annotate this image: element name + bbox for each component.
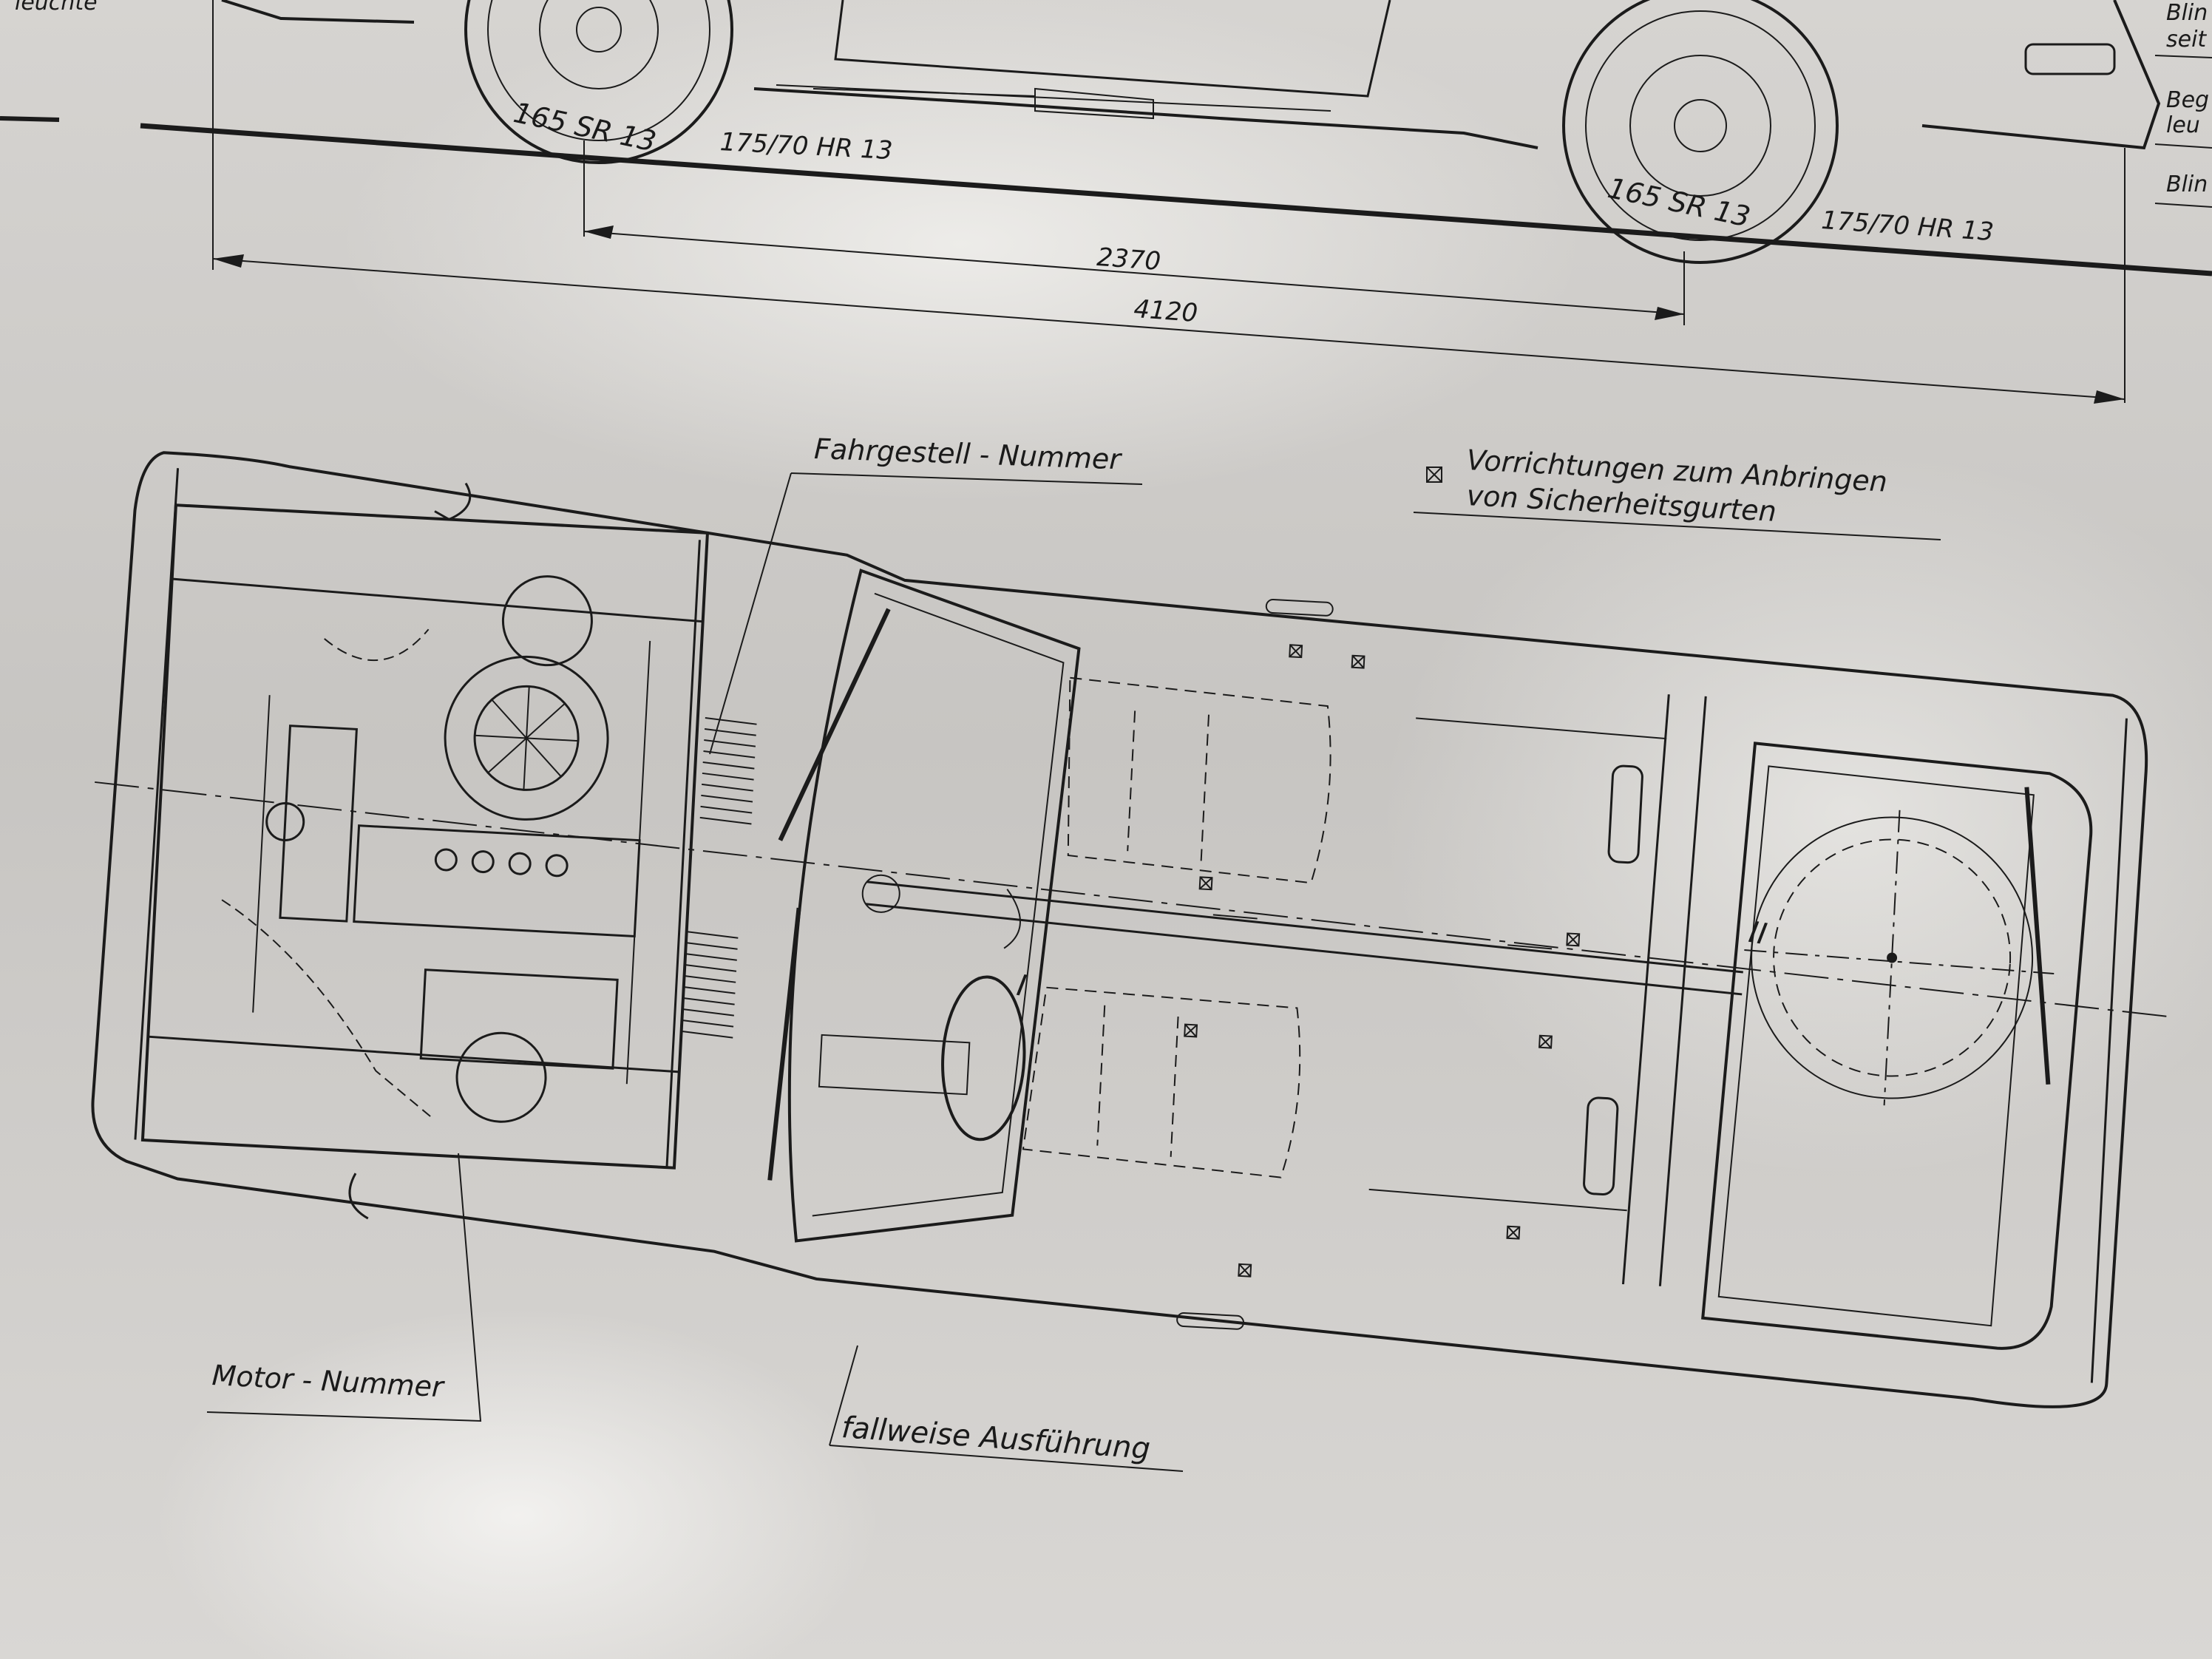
centerline bbox=[95, 781, 2171, 1018]
exhaust bbox=[812, 87, 1154, 120]
right-label-1: Blin bbox=[2166, 0, 2208, 26]
wheelbase-dimension: 2370 bbox=[1096, 242, 1162, 276]
belt-mount-markers bbox=[1184, 644, 1581, 1278]
right-label-2b: leu bbox=[2166, 112, 2200, 138]
body-outline bbox=[91, 451, 2148, 1408]
leader-lines bbox=[206, 472, 1941, 1472]
rear-wheel bbox=[1562, 0, 1839, 264]
right-label-1b: seit bbox=[2166, 27, 2207, 52]
engine-bay bbox=[140, 503, 710, 1170]
ground-line-left-stub bbox=[0, 116, 60, 122]
legend-belt-mount-icon bbox=[1426, 467, 1442, 483]
steering-wheel bbox=[941, 975, 1026, 1141]
right-label-3: Blin bbox=[2166, 172, 2208, 197]
rear-axle bbox=[1368, 694, 1707, 1286]
side-view bbox=[0, 0, 2212, 404]
rear-bumper bbox=[2024, 43, 2116, 75]
rear-wiper bbox=[2024, 787, 2051, 1085]
right-label-2: Beg bbox=[2166, 87, 2210, 113]
mirror-left bbox=[434, 482, 472, 521]
ground-line bbox=[140, 123, 2212, 276]
wiper-right bbox=[767, 907, 801, 1181]
body-contour bbox=[221, 0, 2161, 150]
front-seats bbox=[1022, 676, 1331, 1178]
label-left-cut: leuchte bbox=[15, 0, 98, 16]
radiator-grille bbox=[681, 717, 757, 1039]
top-view bbox=[91, 451, 2171, 1408]
trunk bbox=[1701, 742, 2093, 1350]
spare-tire bbox=[1744, 810, 2055, 1106]
overall-length-dimension: 4120 bbox=[1133, 294, 1199, 328]
door-handle-top bbox=[1265, 599, 1334, 617]
front-wheel bbox=[464, 0, 733, 164]
engine-assembly bbox=[221, 575, 651, 1123]
dim-length-line bbox=[212, 258, 2126, 400]
dim-wheelbase-line bbox=[583, 231, 1685, 315]
wiper-left bbox=[778, 608, 891, 841]
door-handle-bottom bbox=[1176, 1312, 1245, 1330]
mirror-right bbox=[348, 1173, 369, 1220]
